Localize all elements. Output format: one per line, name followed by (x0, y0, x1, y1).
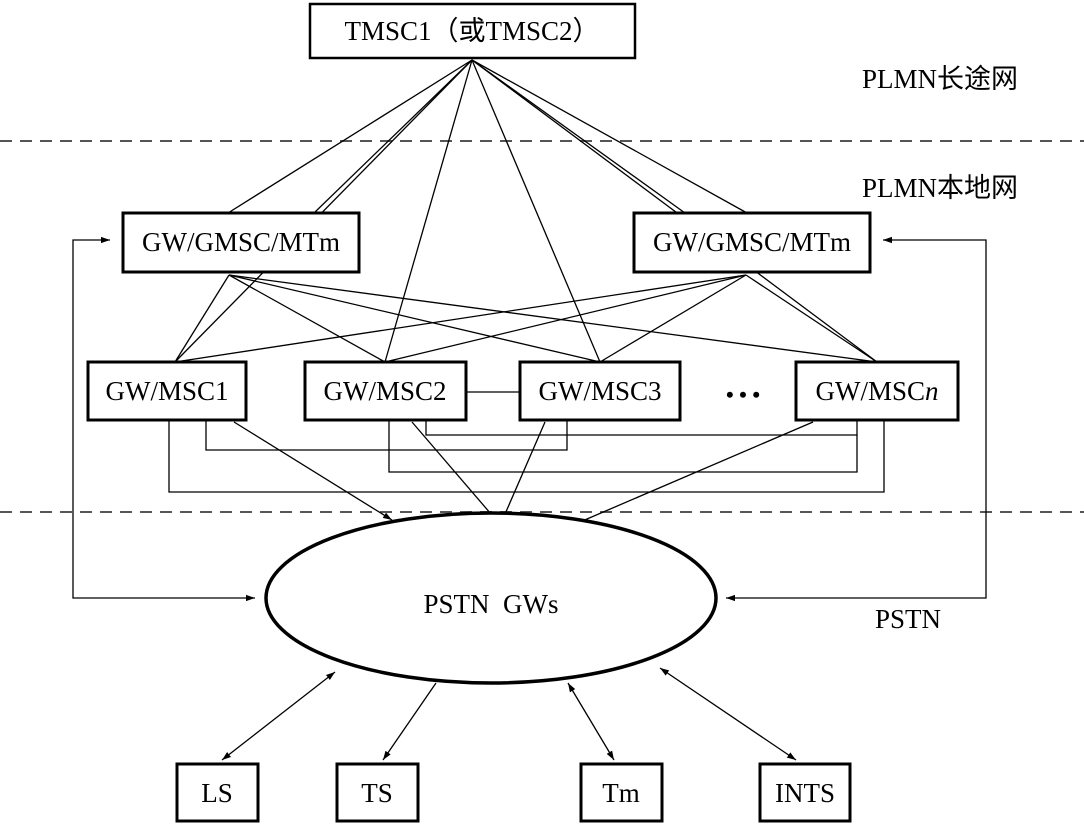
msc2-label: GW/MSC2 (323, 376, 446, 406)
ints-label: INTS (775, 778, 835, 808)
node-msc2: GW/MSC2 (303, 360, 468, 422)
node-pstn-gws: PSTN GWs (264, 511, 718, 685)
node-mscn: GW/MSCn (794, 360, 960, 422)
tmsc-label: TMSC1（或TMSC2） (344, 16, 599, 46)
msc1-label: GW/MSC1 (105, 376, 228, 406)
node-ints: INTS (758, 762, 852, 823)
node-msc3: GW/MSC3 (518, 360, 682, 422)
ts-label: TS (361, 778, 393, 808)
pstn-gws-label: PSTN GWs (423, 589, 558, 619)
tmsc-links (174, 59, 878, 363)
msc-ellipsis: • • • (726, 382, 760, 407)
layer-label-local: PLMN本地网 (862, 173, 1018, 203)
node-tmsc: TMSC1（或TMSC2） (308, 2, 637, 60)
layer-label-pstn: PSTN (875, 604, 941, 634)
node-ts: TS (335, 762, 420, 823)
tm-label: Tm (602, 778, 640, 808)
ls-label: LS (201, 778, 233, 808)
pstn-terminal-links (221, 667, 797, 761)
gmsc-right-label: GW/GMSC/MTm (653, 227, 851, 257)
gmsc-left-label: GW/GMSC/MTm (142, 227, 340, 257)
node-msc1: GW/MSC1 (86, 360, 248, 422)
mscn-label: GW/MSCn (815, 376, 938, 406)
layer-label-long-distance: PLMN长途网 (862, 64, 1018, 94)
node-tm: Tm (579, 762, 664, 823)
msc-to-pstn-arrows (72, 236, 987, 602)
msc3-label: GW/MSC3 (538, 376, 661, 406)
node-gmsc-left: GW/GMSC/MTm (121, 211, 361, 274)
mscn-label-suffix: n (925, 376, 939, 406)
node-ls: LS (175, 762, 260, 823)
node-gmsc-right: GW/GMSC/MTm (632, 211, 872, 274)
msc-interconnects (168, 420, 885, 493)
mscn-label-prefix: GW/MSC (815, 376, 925, 406)
gmsc-msc-mesh (174, 274, 878, 363)
